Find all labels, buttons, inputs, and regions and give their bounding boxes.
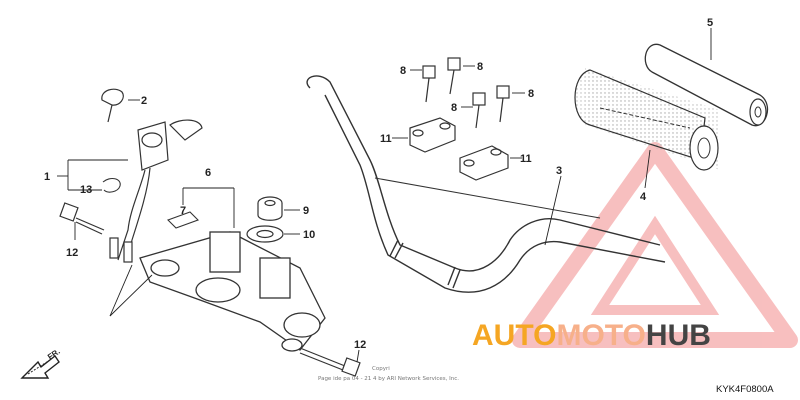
watermark-logo xyxy=(512,142,798,348)
watermark-part-auto: AUTO xyxy=(472,319,556,352)
bolt-8d xyxy=(496,85,510,123)
watermark-part-moto: MOTO xyxy=(556,319,645,352)
top-bridge xyxy=(139,231,326,352)
grip-end xyxy=(644,43,769,127)
ignition-switch xyxy=(109,119,203,263)
bolt-12-lower xyxy=(299,347,361,377)
upper-holder-right xyxy=(459,145,509,181)
bolt-8a xyxy=(422,65,436,103)
bolt-8b xyxy=(447,57,461,95)
callout-8d: 8 xyxy=(528,88,534,100)
callout-7: 7 xyxy=(180,205,186,217)
callout-8a: 8 xyxy=(400,65,406,77)
copyright-line-2: Page ide pa 04 - 21 4 by ARI Network Ser… xyxy=(318,376,459,382)
callout-4: 4 xyxy=(640,191,647,203)
callout-3: 3 xyxy=(556,165,562,177)
front-label: FR. xyxy=(46,347,62,362)
handlebar-grip xyxy=(574,68,720,171)
front-arrow-icon xyxy=(20,354,60,379)
watermark-part-hub: HUB xyxy=(646,319,711,352)
copyright-line-1: Copyri xyxy=(372,366,390,372)
callout-1: 1 xyxy=(44,171,50,183)
rubber-9 xyxy=(257,196,283,221)
watermark-text: AUTOMOTOHUB xyxy=(472,319,711,352)
callout-12-upper: 12 xyxy=(66,247,78,259)
callout-2: 2 xyxy=(141,95,147,107)
diagram-code: KYK4F0800A xyxy=(716,384,774,395)
callout-12-lower: 12 xyxy=(354,339,366,351)
washer-10 xyxy=(246,225,284,243)
ignition-key xyxy=(101,88,124,123)
callout-8c: 8 xyxy=(451,102,457,114)
callout-6: 6 xyxy=(205,167,211,179)
callout-13: 13 xyxy=(80,184,92,196)
callout-5: 5 xyxy=(707,17,713,29)
callout-10: 10 xyxy=(303,229,315,241)
bolt-8c xyxy=(472,92,486,129)
wire-clamp xyxy=(102,177,121,193)
callout-11b: 11 xyxy=(520,153,532,165)
plate-7 xyxy=(167,211,199,229)
handlebar xyxy=(306,75,666,293)
upper-holder-left xyxy=(409,117,456,153)
callout-8b: 8 xyxy=(477,61,483,73)
bolt-12-upper xyxy=(59,202,105,235)
callout-11a: 11 xyxy=(380,133,392,145)
callout-9: 9 xyxy=(303,205,309,217)
leader-lines xyxy=(57,28,712,363)
